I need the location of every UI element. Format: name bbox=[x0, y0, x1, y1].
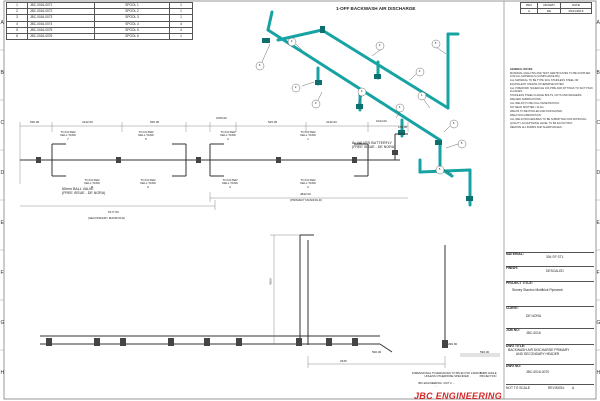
dim-vertical: 4106 bbox=[270, 278, 273, 285]
project-block: PROJECT TITLE: Stoney Stanton Multiblok … bbox=[506, 281, 594, 304]
project-value: Stoney Stanton Multiblok Pipework bbox=[512, 289, 563, 293]
tolerance-note: DIMENSIONAL TOLERANCES TO BS EN ISO 1392… bbox=[412, 372, 481, 379]
elevation-valves bbox=[46, 338, 448, 348]
dwg-title-value-2: AND SECONDARY HEADER bbox=[516, 353, 559, 357]
scale-block: NOT TO SCALE REVISION: A bbox=[506, 384, 594, 397]
material-block: MATERIAL: 304 SF STL bbox=[506, 252, 594, 267]
note-line: MATERIAL ANALYSIS AND TEST CERTIFICATES … bbox=[510, 72, 594, 79]
note-line: ALL PIPEWORK SCHEDULE 10S PIPE AND FITTI… bbox=[510, 87, 594, 94]
dwg-no-value: JBC-0016-0070 bbox=[526, 371, 549, 375]
projection-label: THIRD ANGLE PROJECTION bbox=[476, 372, 500, 379]
dim-right-2: 590.00 bbox=[480, 351, 489, 354]
revision-label: REVISION: bbox=[548, 387, 565, 391]
notes-heading: GENERAL NOTES: bbox=[510, 68, 594, 71]
job-block: JOB NO: JBC-0016 bbox=[506, 328, 594, 343]
job-label: JOB NO: bbox=[506, 329, 594, 333]
note-line: REMOVE ALL BURRS AND SHARP EDGES. bbox=[510, 126, 594, 129]
note-line: ALL MATERIAL TO BE TYPE 316L STAINLESS S… bbox=[510, 79, 594, 86]
material-value: 304 SF STL bbox=[546, 256, 564, 260]
project-label: PROJECT TITLE: bbox=[506, 282, 594, 286]
revision-value: A bbox=[572, 387, 574, 391]
company-address: JBC ENGINEERING, UNIT 3, ... ... bbox=[418, 382, 455, 389]
dwg-no-label: DWG NO: bbox=[506, 365, 594, 369]
general-notes: GENERAL NOTES: MATERIAL ANALYSIS AND TES… bbox=[510, 68, 594, 130]
dwg-no-block: DWG NO: JBC-0016-0070 bbox=[506, 364, 594, 381]
job-value: JBC-0016 bbox=[526, 332, 541, 336]
dim-right-3: 290.00 bbox=[448, 343, 457, 346]
finish-block: FINISH: DESCALED bbox=[506, 266, 594, 281]
dwg-title-block: DWG TITLE: BACKWASH AIR DISCHARGE PRIMAR… bbox=[506, 344, 594, 363]
client-label: CLIENT: bbox=[506, 307, 594, 311]
client-value: DE NORA bbox=[526, 315, 541, 319]
finish-value: DESCALED bbox=[546, 270, 564, 274]
client-block: CLIENT: DE NORA bbox=[506, 306, 594, 327]
dim-horizontal: 2645 bbox=[340, 360, 347, 363]
scale-label: NOT TO SCALE bbox=[506, 387, 530, 391]
dim-right-1: 590.00 bbox=[372, 351, 381, 354]
